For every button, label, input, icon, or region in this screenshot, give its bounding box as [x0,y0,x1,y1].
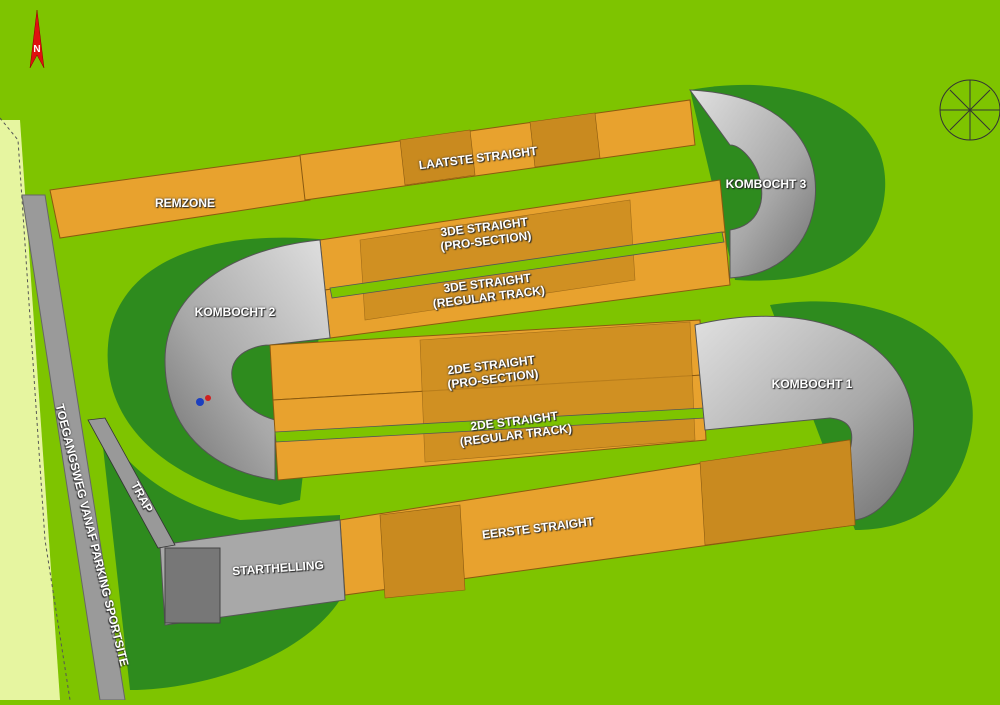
fence-line [0,117,71,701]
eerste-straight-ramps [379,439,856,599]
remzone-label: REMZONE [155,196,215,210]
tree-icon [939,79,1000,141]
kombocht-2-label: KOMBOCHT 2 [194,305,276,319]
divider-3 [329,231,725,299]
parking-area [0,120,60,700]
kombocht-1-label: KOMBOCHT 1 [771,377,853,391]
rider-icon [196,395,211,406]
laatste-straight-ramps [399,112,601,186]
remzone-surface [49,154,311,239]
trap-stairs [87,417,176,549]
start-gate [164,547,221,624]
svg-text:N: N [33,44,40,55]
kombocht-3-label: KOMBOCHT 3 [725,177,807,191]
kombocht-2-surface [164,239,331,481]
kombocht-3-surface [688,89,817,279]
kombocht-1-surface [694,315,915,521]
north-arrow-icon: N [29,9,45,69]
